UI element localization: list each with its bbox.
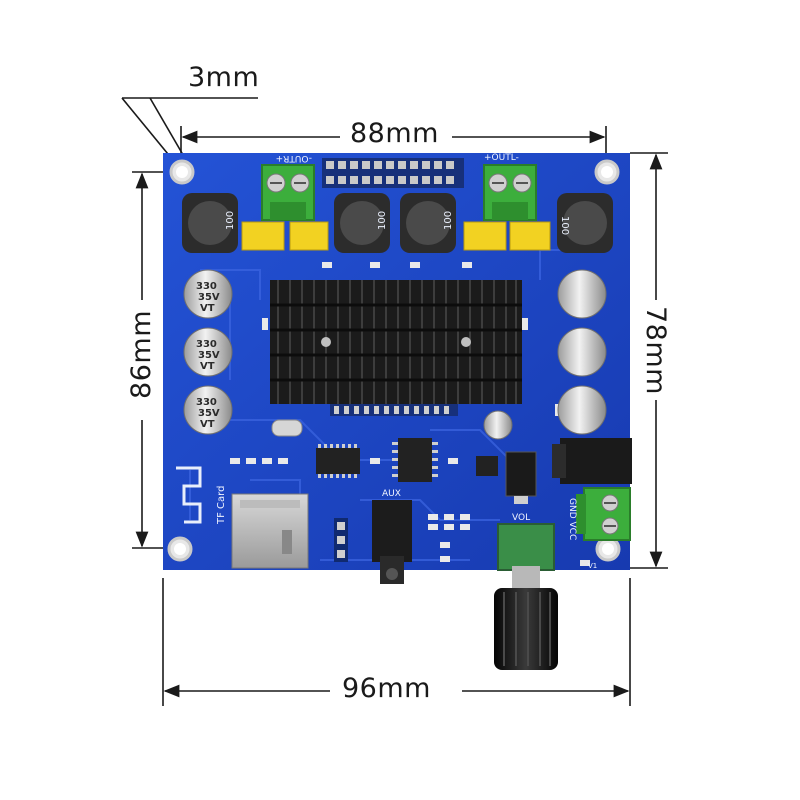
inductor-value-3: 100 <box>443 211 454 230</box>
label-vol: VOL <box>512 513 530 523</box>
label-out-right: -OUTR+ <box>276 153 312 163</box>
tf-card-slot <box>231 493 309 569</box>
hole-spacing-width-label: 88mm <box>346 118 443 149</box>
inductor-value-4: 100 <box>559 216 570 235</box>
crystal-oscillator <box>271 419 303 437</box>
cap-3-line-a: 330 <box>196 397 217 408</box>
label-aux: AUX <box>382 489 401 499</box>
inductor-markings: 100 100 100 100 <box>225 211 570 235</box>
electrolytic-capacitors <box>183 269 607 440</box>
board-silkscreen-labels: -OUTR+ +OUTL- TF Card AUX VOL GND VCC V1 <box>216 153 597 570</box>
film-capacitors <box>241 221 551 251</box>
label-out-left: +OUTL- <box>484 153 519 163</box>
power-terminal <box>576 487 631 541</box>
top-header-pins <box>322 158 464 188</box>
output-terminal-left <box>483 164 537 221</box>
amplifier-chip-pins <box>330 404 458 416</box>
cap-2-line-a: 330 <box>196 339 217 350</box>
board-height-label: 78mm <box>640 302 671 399</box>
header-pins-mid <box>334 518 348 562</box>
volume-potentiometer <box>494 523 558 670</box>
cap-3-line-c: VT <box>200 419 215 430</box>
cap-1-line-a: 330 <box>196 281 217 292</box>
cap-2-line-b: 35V <box>198 350 220 361</box>
output-terminal-right <box>261 164 315 221</box>
heatsink <box>270 280 522 404</box>
mounting-holes <box>167 159 621 562</box>
board-width-label: 96mm <box>338 673 435 704</box>
dc-power-jack <box>552 438 632 484</box>
aux-jack <box>372 500 412 584</box>
capacitor-markings: 330 35V VT 330 35V VT 330 35V VT <box>196 281 220 430</box>
label-gnd-vcc: GND VCC <box>567 498 577 540</box>
integrated-circuits <box>316 438 537 504</box>
inductors <box>182 193 613 253</box>
cap-1-line-c: VT <box>200 303 215 314</box>
hole-spacing-height-label: 86mm <box>126 306 157 403</box>
inductor-value-2: 100 <box>377 211 388 230</box>
cap-2-line-c: VT <box>200 361 215 372</box>
hole-margin-label: 3mm <box>188 62 260 93</box>
label-tf-card: TF Card <box>216 486 227 525</box>
inductor-value-1: 100 <box>225 211 236 230</box>
bluetooth-antenna <box>176 466 202 524</box>
cap-1-line-b: 35V <box>198 292 220 303</box>
label-v1: V1 <box>588 562 597 570</box>
dimension-lines <box>121 97 668 706</box>
cap-3-line-b: 35V <box>198 408 220 419</box>
